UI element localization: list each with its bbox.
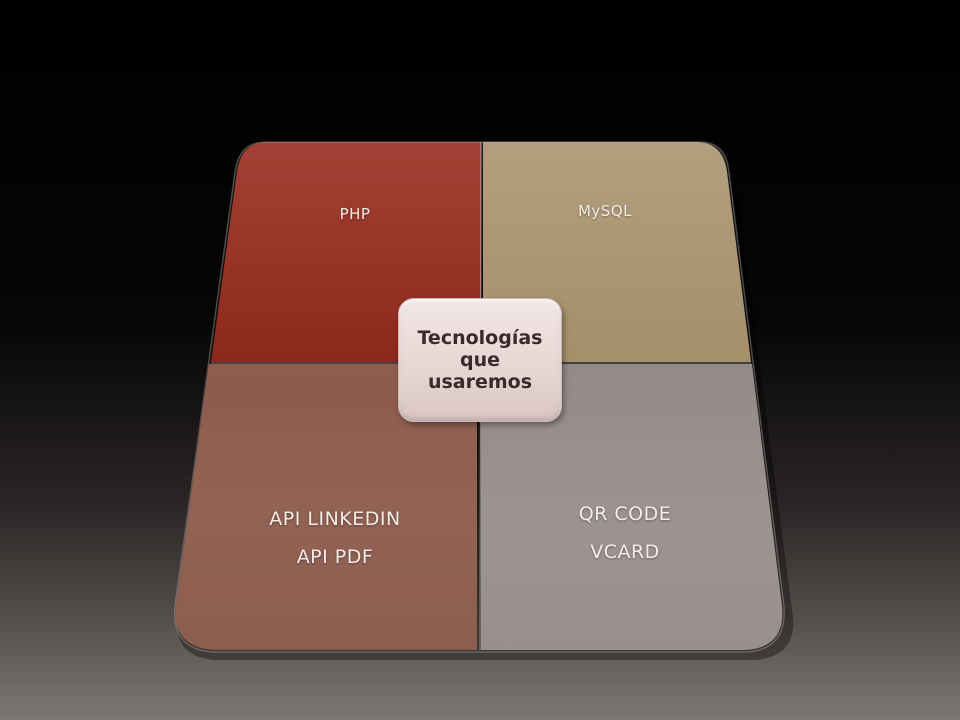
center-line-1: Tecnologías — [417, 327, 543, 349]
center-title: Tecnologías que usaremos — [405, 327, 555, 393]
php-label: PHP — [339, 205, 371, 223]
api-linkedin-label: API LINKEDIN — [269, 508, 401, 530]
api-pdf-label: API PDF — [296, 546, 374, 568]
quadrant-label-php: PHP — [300, 205, 410, 223]
mysql-label: MySQL — [577, 202, 632, 220]
center-node: Tecnologías que usaremos — [398, 298, 562, 422]
quadrant-label-api: API LINKEDIN API PDF — [230, 500, 440, 576]
center-line-2: que — [459, 349, 500, 371]
vcard-label: VCARD — [590, 541, 660, 563]
quadrant-label-qrcode: QR CODE VCARD — [545, 495, 705, 571]
quadrant-label-mysql: MySQL — [545, 202, 665, 220]
center-line-3: usaremos — [427, 371, 533, 393]
qr-code-label: QR CODE — [578, 503, 672, 525]
